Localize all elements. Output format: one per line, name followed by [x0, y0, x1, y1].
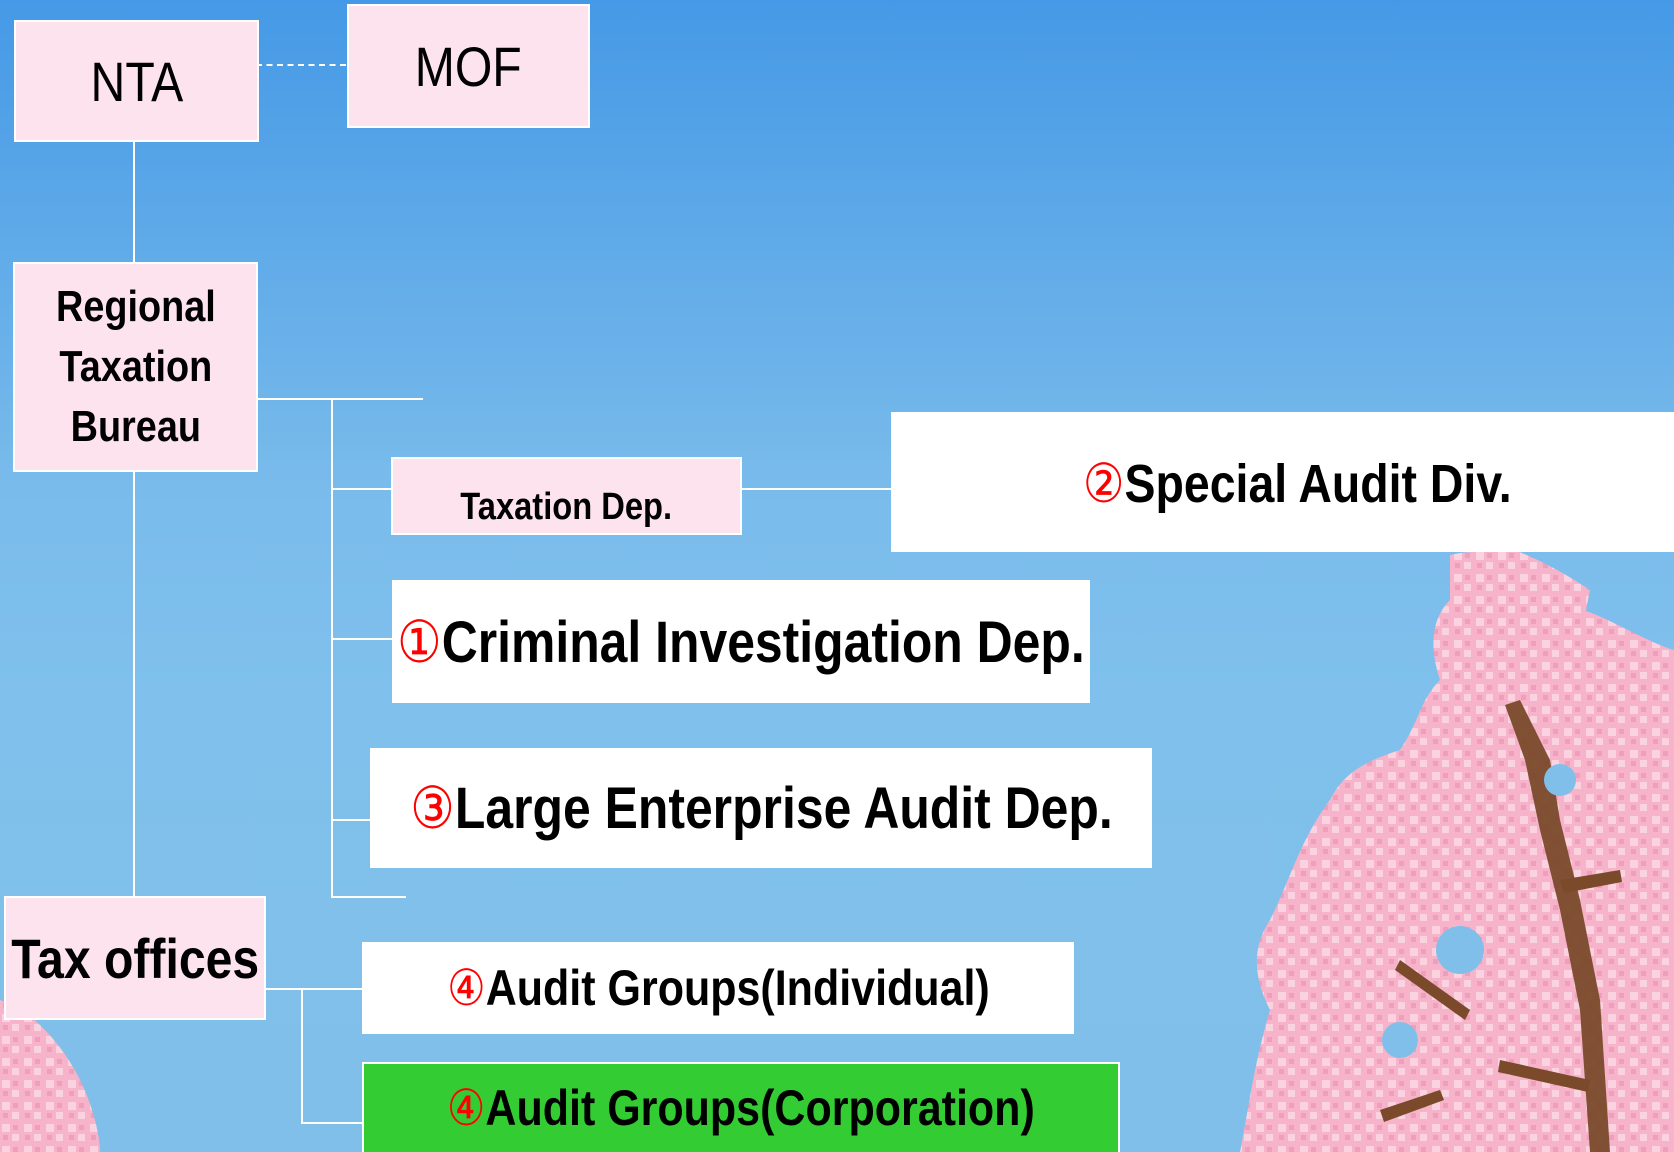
tax-offices-box: Tax offices — [4, 896, 266, 1020]
nta-label: NTA — [90, 49, 183, 113]
audit-groups-corporation-box: ④Audit Groups(Corporation) — [362, 1062, 1120, 1152]
rtb-branch-connector — [258, 398, 423, 400]
taxoffice-corp-connector — [301, 1122, 364, 1124]
taxoffice-vertical-connector — [301, 988, 303, 1124]
number-1-marker: ① — [397, 609, 442, 675]
bus-taxation-connector — [331, 488, 393, 490]
audit-groups-individual-label: Audit Groups(Individual) — [485, 960, 990, 1016]
rtb-taxoffice-connector — [133, 472, 135, 898]
taxation-dep-label: Taxation Dep. — [460, 485, 673, 528]
bus-large-connector — [331, 819, 371, 821]
number-2-marker: ② — [1083, 453, 1125, 514]
audit-groups-individual-box: ④Audit Groups(Individual) — [362, 942, 1074, 1034]
number-4-marker: ④ — [447, 1080, 486, 1136]
audit-groups-corporation-label: Audit Groups(Corporation) — [485, 1080, 1035, 1136]
nta-box: NTA — [14, 20, 259, 142]
taxoffice-individual-connector — [264, 988, 364, 990]
number-3-marker: ③ — [409, 776, 455, 841]
large-enterprise-audit-dep-label: Large Enterprise Audit Dep. — [454, 776, 1113, 841]
bus-criminal-connector — [331, 638, 393, 640]
taxation-special-connector — [740, 488, 893, 490]
rtb-label-line2: Taxation — [59, 342, 212, 391]
rtb-label-line3: Bureau — [70, 402, 201, 451]
special-audit-div-label: Special Audit Div. — [1124, 453, 1512, 514]
blossom-tree-right — [1240, 540, 1674, 1152]
rtb-label-line1: Regional — [55, 282, 216, 331]
regional-taxation-bureau-box: Regional Taxation Bureau — [13, 262, 258, 472]
bus-end-stub — [331, 896, 406, 898]
rtb-vertical-bus — [331, 398, 333, 896]
number-4-marker: ④ — [446, 960, 486, 1016]
large-enterprise-audit-dep-box: ③Large Enterprise Audit Dep. — [370, 748, 1152, 868]
nta-mof-dashed-connector — [256, 64, 346, 66]
nta-rtb-connector — [133, 140, 135, 264]
criminal-investigation-dep-box: ①Criminal Investigation Dep. — [392, 580, 1090, 703]
special-audit-div-box: ②Special Audit Div. — [891, 412, 1674, 552]
criminal-investigation-dep-label: Criminal Investigation Dep. — [441, 609, 1085, 675]
mof-box: MOF — [347, 4, 590, 128]
blossom-tree-left — [0, 1000, 100, 1152]
taxation-dep-box: Taxation Dep. — [391, 457, 742, 535]
mof-label: MOF — [414, 34, 522, 98]
tax-offices-label: Tax offices — [10, 926, 260, 990]
